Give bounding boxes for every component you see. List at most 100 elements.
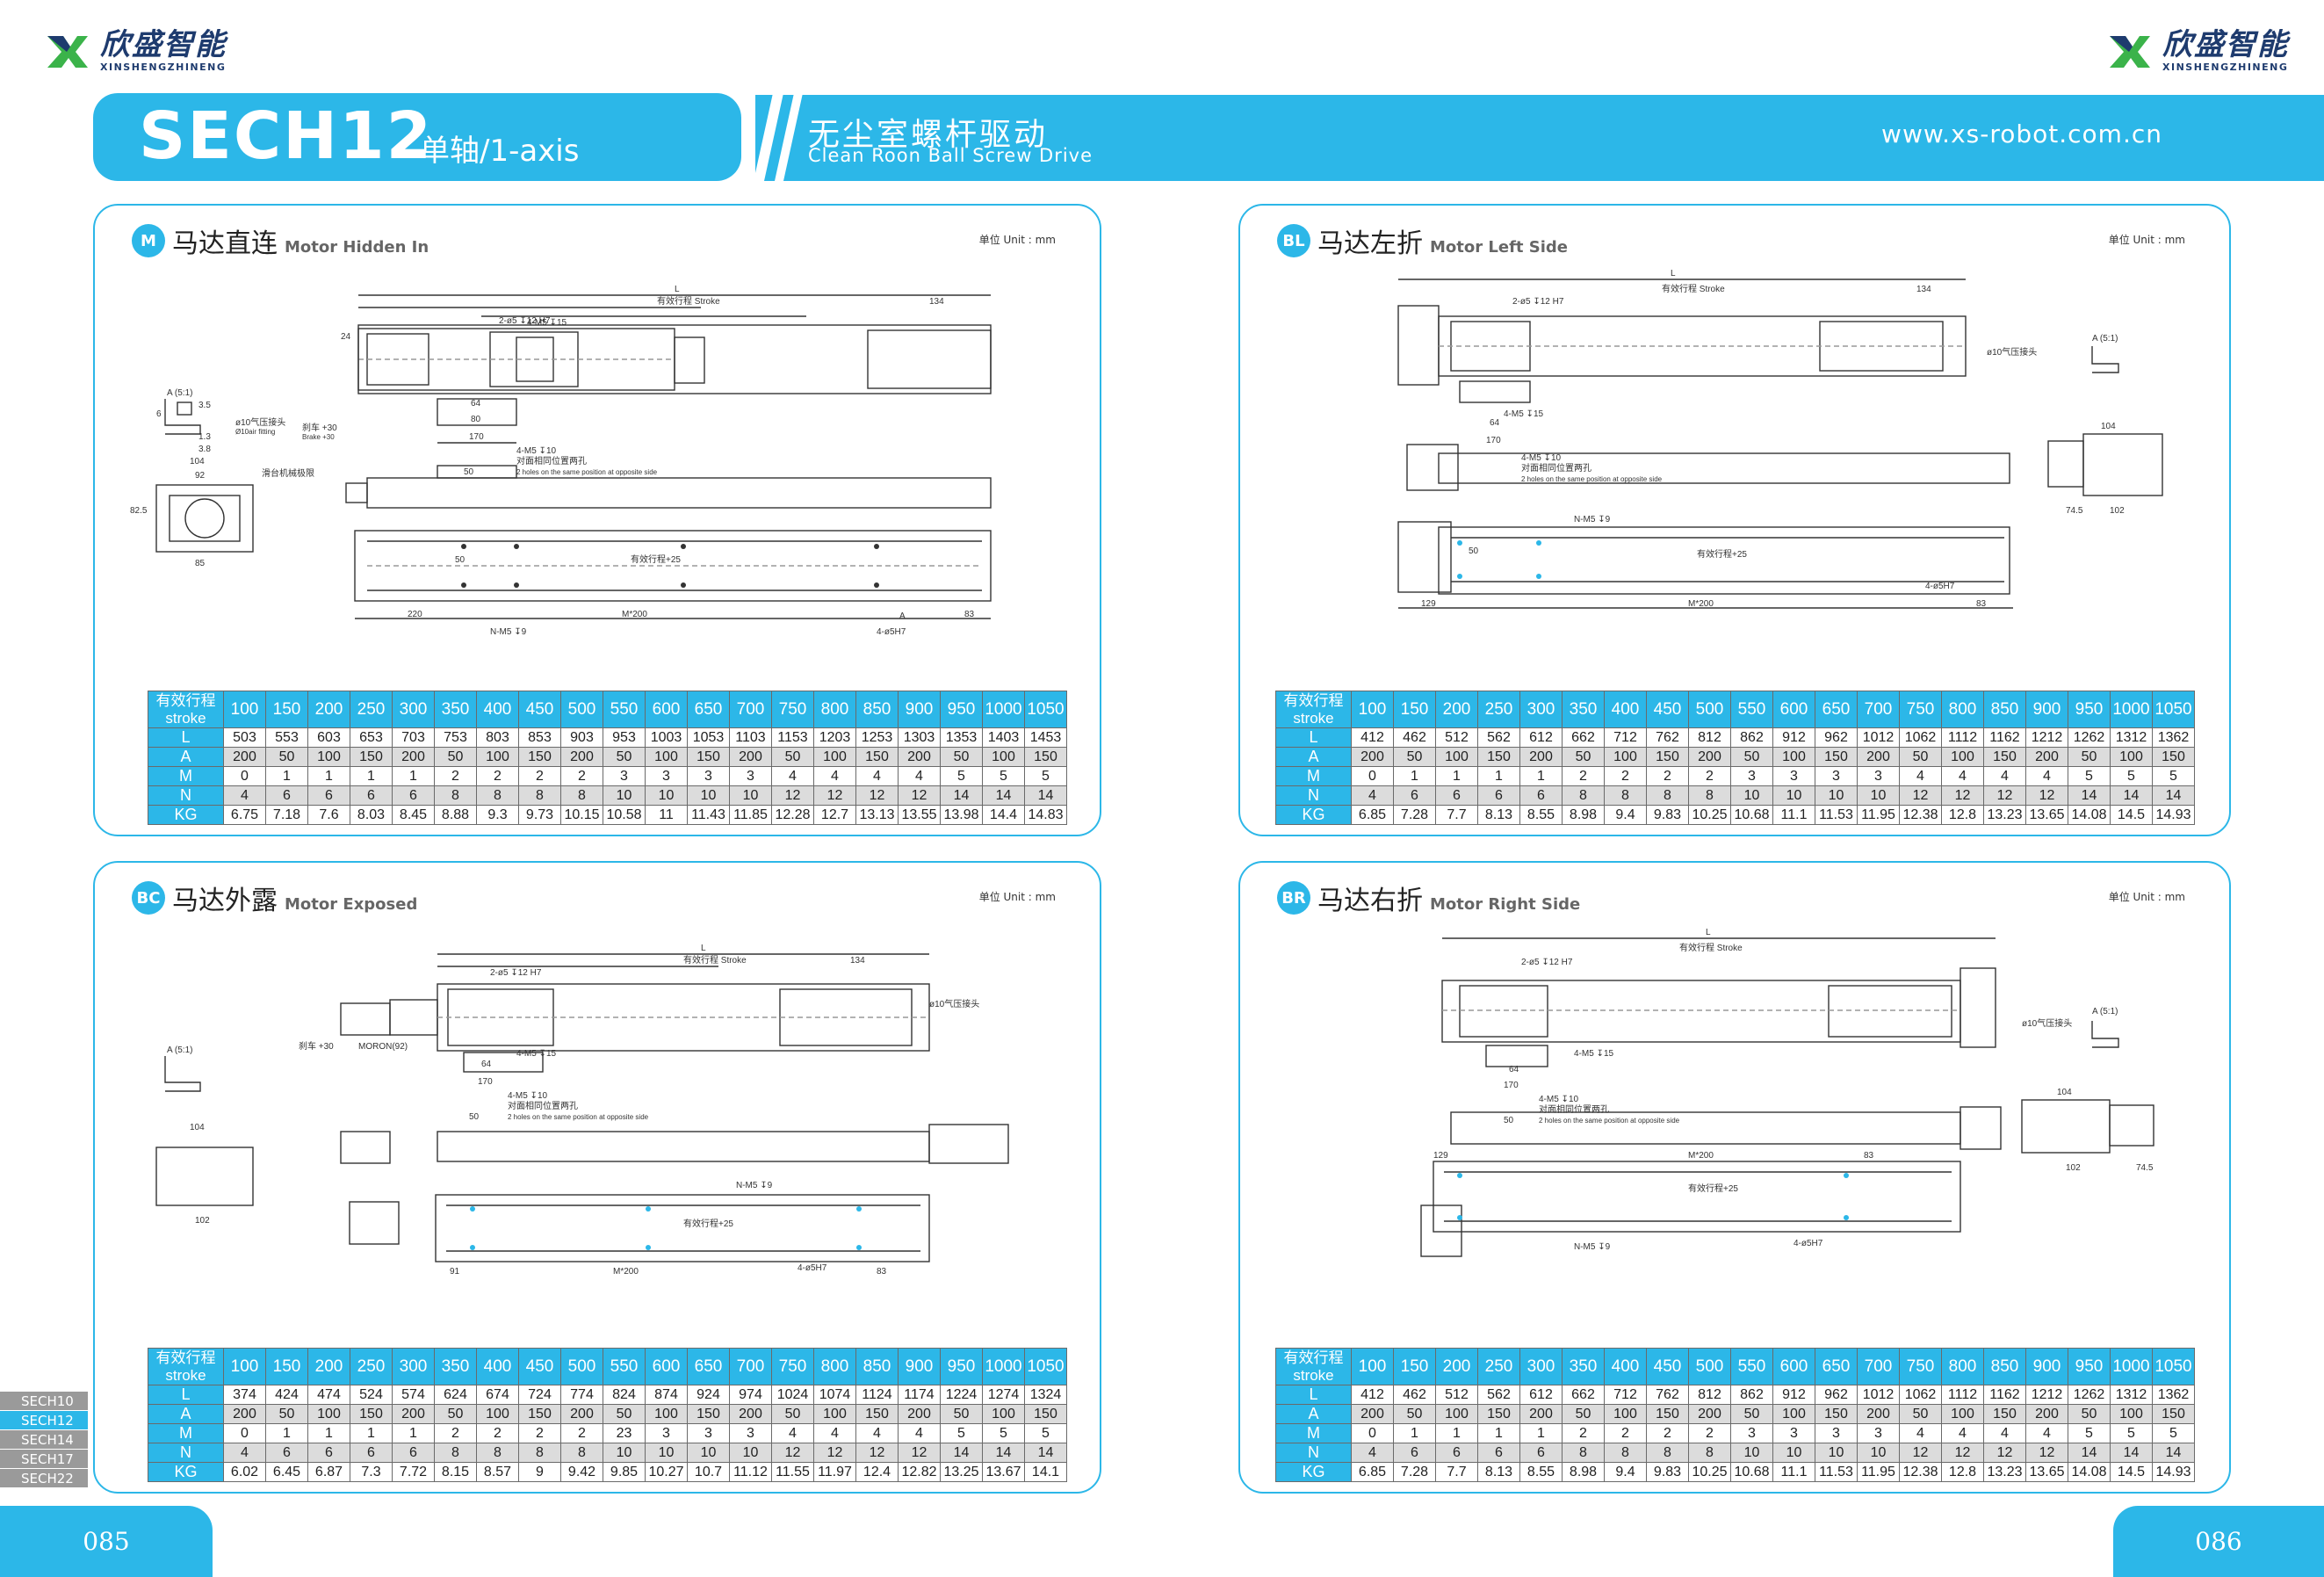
n-m5: N-M5 ↧9 bbox=[736, 1181, 773, 1190]
table-cell: 2 bbox=[434, 1423, 477, 1443]
opposite-en: 2 holes on the same position at opposite… bbox=[1521, 475, 1663, 483]
brake-en: Brake +30 bbox=[302, 433, 335, 441]
table-cell: 200 bbox=[1688, 747, 1731, 767]
model-side-tabs: SECH10 SECH12 SECH14 SECH17 SECH22 bbox=[0, 1392, 88, 1488]
detail-38: 3.8 bbox=[198, 445, 211, 454]
stroke-cell: 350 bbox=[1562, 691, 1605, 728]
table-cell: 200 bbox=[1351, 747, 1394, 767]
table-cell: 1053 bbox=[687, 727, 730, 748]
table-cell: 50 bbox=[1393, 747, 1436, 767]
table-cell: 6 bbox=[392, 1443, 435, 1463]
table-cell: 762 bbox=[1646, 727, 1689, 748]
pin-h7: 4-ø5H7 bbox=[798, 1263, 827, 1273]
dim-64: 64 bbox=[481, 1060, 492, 1069]
table-cell: 8 bbox=[1646, 1443, 1689, 1463]
dim-83: 83 bbox=[1864, 1151, 1874, 1161]
table-cell: 803 bbox=[476, 727, 519, 748]
dim-91: 91 bbox=[450, 1267, 460, 1277]
table-cell: 50 bbox=[771, 747, 814, 767]
table-cell: 2 bbox=[1688, 766, 1731, 786]
side-tab[interactable]: SECH22 bbox=[0, 1469, 88, 1488]
table-cell: 200 bbox=[2025, 1404, 2068, 1424]
table-cell: 5 bbox=[982, 1423, 1025, 1443]
stroke-cell: 900 bbox=[2025, 691, 2068, 728]
table-cell: 6 bbox=[350, 785, 393, 806]
table-cell: 150 bbox=[1024, 747, 1067, 767]
website-url[interactable]: www.xs-robot.com.cn bbox=[1881, 119, 2162, 148]
stroke-cell: 200 bbox=[1435, 1348, 1478, 1385]
table-cell: 0 bbox=[1351, 1423, 1394, 1443]
table-cell: 1324 bbox=[1024, 1385, 1067, 1405]
table-cell: 812 bbox=[1688, 727, 1731, 748]
side-tab[interactable]: SECH14 bbox=[0, 1430, 88, 1450]
dim-50-b: 50 bbox=[455, 555, 466, 565]
table-cell: 1274 bbox=[982, 1385, 1025, 1405]
stroke-cell: 500 bbox=[560, 691, 603, 728]
brand-logo-left: 欣盛智能 XINSHENGZHINENG bbox=[44, 30, 227, 72]
table-cell: 1453 bbox=[1024, 727, 1067, 748]
table-cell: 2 bbox=[1646, 1423, 1689, 1443]
table-cell: 6.85 bbox=[1351, 1462, 1394, 1482]
panel-title-en: Motor Left Side bbox=[1430, 238, 1568, 257]
table-cell: 12 bbox=[1983, 785, 2026, 806]
dim-104: 104 bbox=[190, 1123, 205, 1132]
table-cell: 7.72 bbox=[392, 1462, 435, 1482]
table-cell: 6.75 bbox=[223, 805, 266, 825]
table-cell: 8.55 bbox=[1519, 1462, 1563, 1482]
table-cell: 100 bbox=[1772, 1404, 1815, 1424]
table-cell: 9 bbox=[518, 1462, 561, 1482]
side-tab[interactable]: SECH10 bbox=[0, 1392, 88, 1411]
side-tab[interactable]: SECH17 bbox=[0, 1450, 88, 1469]
stroke-cell: 500 bbox=[560, 1348, 603, 1385]
table-cell: 10.7 bbox=[687, 1462, 730, 1482]
dim-83: 83 bbox=[877, 1267, 887, 1277]
n-m5: N-M5 ↧9 bbox=[490, 627, 527, 637]
stroke-cell: 300 bbox=[1519, 1348, 1563, 1385]
xs-logo-icon bbox=[2110, 36, 2150, 68]
table-cell: 5 bbox=[2068, 1423, 2111, 1443]
table-cell: 1062 bbox=[1899, 1385, 1942, 1405]
table-cell: 13.23 bbox=[1983, 1462, 2026, 1482]
table-cell: 4 bbox=[1899, 1423, 1942, 1443]
fitting-cn: ø10气压接头 bbox=[929, 998, 979, 1009]
table-cell: 1362 bbox=[2152, 727, 2195, 748]
table-cell: 1112 bbox=[1941, 1385, 1984, 1405]
table-cell: 3 bbox=[1857, 1423, 1900, 1443]
table-cell: 1 bbox=[265, 1423, 308, 1443]
m5-10: 4-M5 ↧10 bbox=[508, 1091, 548, 1101]
table-cell: 14.08 bbox=[2068, 1462, 2111, 1482]
table-cell: 974 bbox=[729, 1385, 772, 1405]
table-cell: 462 bbox=[1393, 1385, 1436, 1405]
table-cell: 412 bbox=[1351, 727, 1394, 748]
table-cell: 4 bbox=[1351, 1443, 1394, 1463]
table-cell: 424 bbox=[265, 1385, 308, 1405]
n-m5: N-M5 ↧9 bbox=[1574, 515, 1611, 524]
table-cell: 4 bbox=[813, 766, 856, 786]
table-cell: 100 bbox=[813, 747, 856, 767]
stroke-cell: 1050 bbox=[2152, 1348, 2195, 1385]
table-cell: 1012 bbox=[1857, 727, 1900, 748]
table-cell: 100 bbox=[645, 747, 688, 767]
side-tab-active[interactable]: SECH12 bbox=[0, 1411, 88, 1430]
table-cell: 12 bbox=[855, 1443, 899, 1463]
row-label: N bbox=[148, 1443, 224, 1463]
dim-m200: M*200 bbox=[613, 1267, 639, 1277]
table-cell: 6 bbox=[1519, 785, 1563, 806]
table-cell: 8.98 bbox=[1562, 1462, 1605, 1482]
row-label: M bbox=[1275, 1423, 1352, 1443]
table-cell: 10 bbox=[1730, 785, 1773, 806]
table-cell: 200 bbox=[2025, 747, 2068, 767]
moron: MORON(92) bbox=[358, 1042, 408, 1052]
unit-label: 单位 Unit : mm bbox=[2108, 891, 2185, 903]
table-cell: 150 bbox=[350, 747, 393, 767]
fitting-en: Ø10air fitting bbox=[235, 428, 275, 436]
table-cell: 6 bbox=[1393, 1443, 1436, 1463]
table-cell: 200 bbox=[898, 1404, 941, 1424]
